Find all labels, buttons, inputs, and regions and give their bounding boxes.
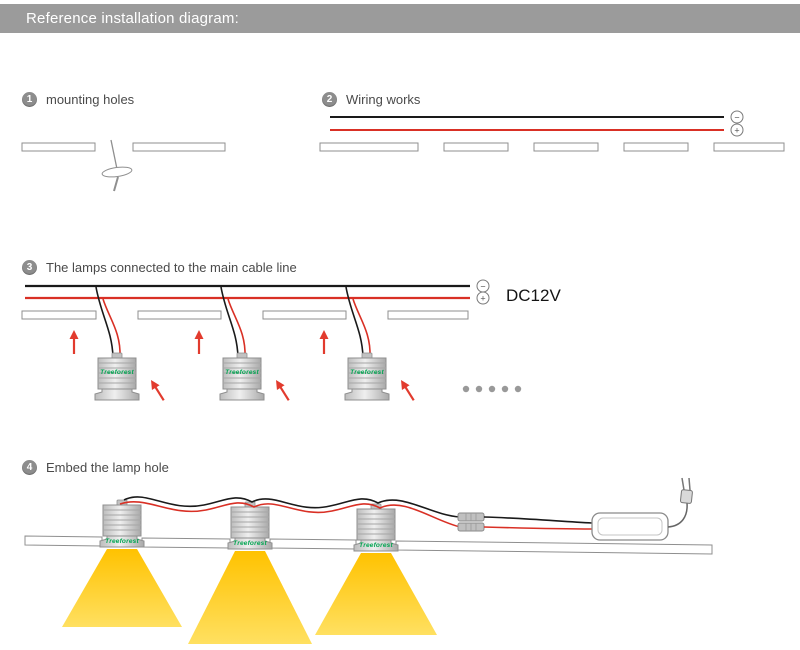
downlight-lamp-1	[68, 286, 169, 404]
run-wire-red	[119, 501, 461, 528]
step-1: 1 mounting holes	[22, 92, 134, 107]
lamp-wire-black	[95, 286, 114, 358]
led-driver-icon	[591, 512, 669, 541]
lamp-wire-red	[352, 298, 371, 358]
insert-arrow-icon	[318, 328, 330, 356]
insert-arrow-icon	[146, 376, 169, 404]
drill-icon	[101, 139, 133, 192]
run-wire-black	[123, 496, 461, 518]
embedded-lamp-3	[353, 503, 399, 552]
svg-text:+: +	[734, 126, 739, 136]
lamp-wire-black	[345, 286, 364, 358]
ceiling-section-3	[21, 310, 469, 320]
step2-graphic: − +	[319, 110, 785, 152]
continuation-dots	[462, 385, 522, 393]
feed-wire-black	[483, 516, 593, 524]
svg-text:+: +	[480, 294, 485, 304]
downlight-lamp-2	[193, 286, 294, 404]
ceiling-section-1	[21, 142, 226, 152]
light-beam-1	[62, 549, 182, 627]
insert-arrow-icon	[396, 376, 419, 404]
step-3: 3 The lamps connected to the main cable …	[22, 260, 297, 275]
voltage-label: DC12V	[506, 286, 561, 305]
step-3-badge: 3	[22, 260, 37, 275]
feed-wire-red	[483, 526, 593, 530]
lamp-wire-black	[220, 286, 239, 358]
light-beam-3	[315, 553, 437, 635]
minus-terminal-icon-2: −	[476, 279, 490, 293]
step3-graphic: − +	[21, 279, 522, 404]
light-beam-2	[188, 551, 312, 644]
step-2-label: Wiring works	[346, 92, 421, 107]
svg-text:−: −	[734, 113, 739, 123]
wire-connector-icon	[457, 512, 485, 532]
step-3-label: The lamps connected to the main cable li…	[46, 260, 297, 275]
insert-arrow-icon	[271, 376, 294, 404]
step-2: 2 Wiring works	[322, 92, 420, 107]
step-1-label: mounting holes	[46, 92, 135, 107]
svg-text:−: −	[480, 282, 485, 292]
light-beams	[62, 549, 437, 644]
ceiling-section-2	[319, 142, 785, 152]
step-4-badge: 4	[22, 460, 37, 475]
page-title: Reference installation diagram:	[26, 10, 239, 27]
step4-graphic	[24, 477, 713, 644]
page-header: Reference installation diagram:	[0, 4, 800, 33]
lamp-wire-red	[227, 298, 246, 358]
step-1-badge: 1	[22, 92, 37, 107]
power-plug-icon	[667, 477, 693, 528]
step-4: 4 Embed the lamp hole	[22, 460, 169, 475]
step-4-label: Embed the lamp hole	[46, 460, 169, 475]
minus-terminal-icon: −	[730, 110, 744, 124]
insert-arrow-icon	[68, 328, 80, 356]
downlight-lamp-3	[318, 286, 419, 404]
insert-arrow-icon	[193, 328, 205, 356]
plus-terminal-icon-2: +	[476, 291, 490, 305]
embedded-lamp-2	[227, 501, 273, 550]
lamp-wire-red	[102, 298, 121, 358]
step1-graphic	[21, 139, 226, 192]
step-2-badge: 2	[322, 92, 337, 107]
plus-terminal-icon: +	[730, 123, 744, 137]
embedded-lamp-1	[99, 499, 145, 548]
